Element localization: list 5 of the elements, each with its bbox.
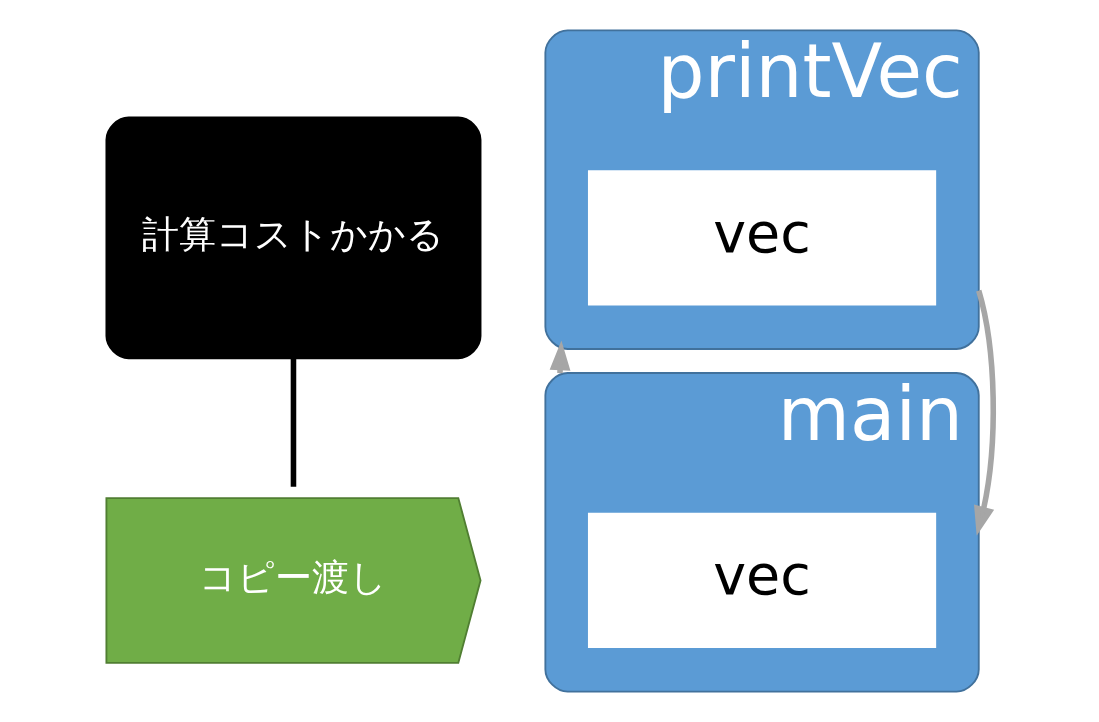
arrow (973, 289, 996, 536)
node-box: vec (587, 170, 936, 306)
node-box: 計算コストかかる (105, 116, 481, 360)
connector (290, 358, 296, 487)
node-box: vec (587, 512, 936, 649)
